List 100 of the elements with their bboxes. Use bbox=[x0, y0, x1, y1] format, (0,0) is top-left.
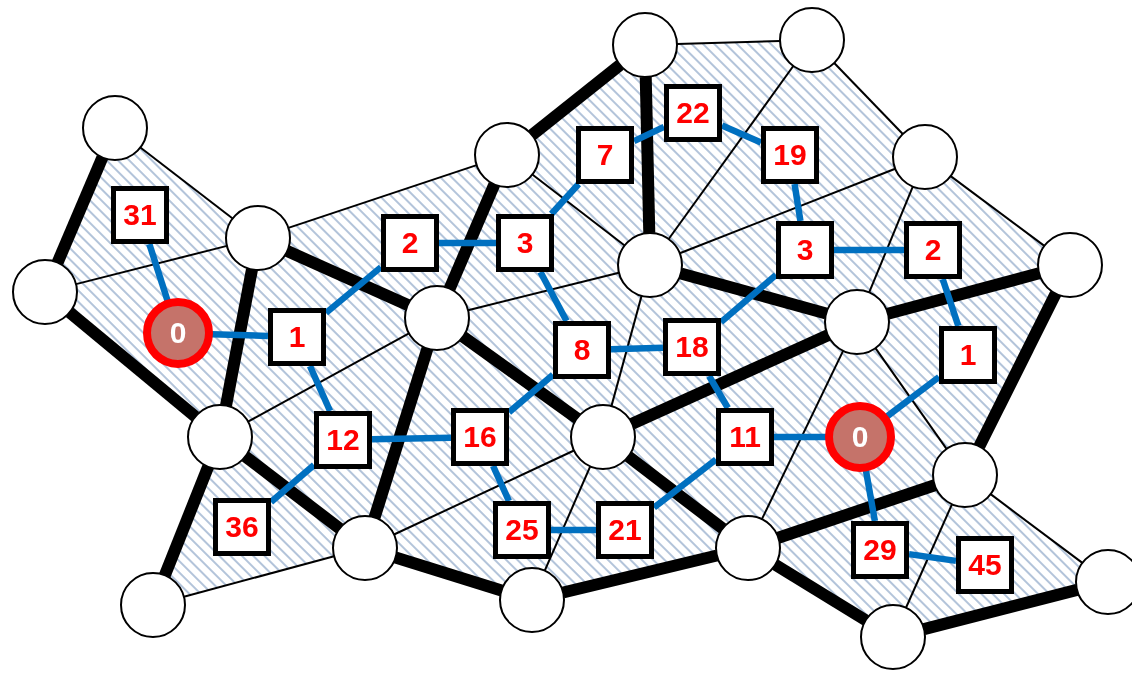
connector-line bbox=[393, 449, 575, 536]
connector-line bbox=[679, 267, 828, 320]
distance-square bbox=[596, 501, 654, 559]
distance-number: 21 bbox=[608, 515, 642, 545]
vertex-circle bbox=[12, 259, 78, 325]
connector-line bbox=[720, 122, 763, 146]
distance-number: 8 bbox=[573, 335, 591, 365]
connector-line bbox=[146, 243, 171, 302]
connector-line bbox=[211, 330, 269, 340]
connector-line bbox=[548, 181, 582, 217]
connector-line bbox=[834, 246, 904, 254]
distance-number: 0 bbox=[169, 318, 187, 348]
connector-line bbox=[774, 433, 826, 441]
vertex-circle bbox=[860, 604, 926, 670]
connector-line bbox=[506, 372, 556, 415]
connector-line bbox=[772, 559, 869, 626]
distance-square bbox=[939, 326, 997, 384]
connector-line bbox=[624, 451, 727, 534]
connector-line bbox=[247, 332, 410, 423]
distance-number: 0 bbox=[851, 422, 869, 452]
connector-line bbox=[220, 268, 258, 407]
connector-line bbox=[973, 290, 1062, 450]
distance-number: 3 bbox=[516, 228, 534, 258]
connector-line bbox=[52, 155, 108, 265]
connector-line bbox=[886, 267, 1041, 320]
connector-line bbox=[467, 271, 620, 312]
connector-line bbox=[439, 239, 496, 247]
distance-number: 7 bbox=[596, 140, 614, 170]
distance-square bbox=[213, 498, 271, 556]
connector-line bbox=[639, 76, 656, 234]
distance-square bbox=[663, 318, 721, 376]
connector-line bbox=[833, 62, 904, 135]
connector-line bbox=[371, 434, 452, 443]
distance-square bbox=[956, 536, 1014, 594]
distance-number: 11 bbox=[729, 422, 761, 452]
distance-square bbox=[776, 221, 834, 279]
distance-number: 16 bbox=[463, 422, 497, 452]
connector-line bbox=[307, 364, 333, 413]
connector-line bbox=[718, 272, 779, 325]
distance-number: 22 bbox=[676, 98, 710, 128]
connector-line bbox=[989, 493, 1084, 564]
distance-square bbox=[576, 126, 634, 184]
distance-number: 2 bbox=[924, 235, 942, 265]
distance-square bbox=[268, 308, 326, 366]
connector-line bbox=[287, 164, 478, 229]
distance-square bbox=[904, 221, 962, 279]
connector-line bbox=[706, 374, 731, 410]
distance-number: 25 bbox=[505, 515, 539, 545]
distance-number: 12 bbox=[326, 425, 360, 455]
connector-line bbox=[862, 469, 879, 522]
distance-square bbox=[493, 501, 551, 559]
distance-number: 3 bbox=[796, 235, 814, 265]
distance-number: 45 bbox=[968, 550, 1002, 580]
connector-line bbox=[459, 331, 581, 424]
connector-line bbox=[632, 123, 666, 145]
connector-line bbox=[368, 346, 434, 520]
connector-line bbox=[537, 270, 570, 323]
distance-number: 1 bbox=[959, 340, 977, 370]
distance-square bbox=[664, 84, 722, 142]
connector-line bbox=[561, 549, 719, 599]
connector-line bbox=[551, 526, 596, 534]
distance-square bbox=[314, 411, 372, 469]
distance-square bbox=[761, 126, 819, 184]
vertex-circle bbox=[779, 7, 845, 73]
distance-square bbox=[451, 408, 509, 466]
distance-number: 1 bbox=[288, 322, 306, 352]
connector-line bbox=[490, 464, 512, 503]
connector-line bbox=[791, 183, 804, 222]
connector-line bbox=[760, 349, 845, 521]
distance-number: 36 bbox=[225, 512, 259, 542]
distance-number: 19 bbox=[773, 140, 807, 170]
distance-square bbox=[496, 214, 554, 272]
connector-line bbox=[531, 173, 626, 247]
connector-line bbox=[939, 277, 962, 328]
connector-line bbox=[323, 264, 384, 316]
connector-line bbox=[528, 60, 624, 140]
connector-line bbox=[667, 64, 795, 241]
distance-number: 18 bbox=[675, 332, 709, 362]
distance-square bbox=[111, 186, 169, 244]
distance-number: 31 bbox=[123, 200, 157, 230]
connector-line bbox=[676, 39, 781, 46]
connector-line bbox=[610, 294, 643, 408]
distance-number: 29 bbox=[863, 535, 897, 565]
distance-square bbox=[381, 214, 439, 272]
connector-line bbox=[65, 307, 200, 422]
connector-line bbox=[949, 175, 1046, 247]
connector-line bbox=[922, 584, 1079, 635]
connector-line bbox=[868, 185, 914, 294]
vertex-circle bbox=[499, 567, 565, 633]
connector-line bbox=[543, 465, 592, 572]
connector-line bbox=[75, 244, 228, 286]
connector-line bbox=[610, 344, 664, 353]
vertex-circle bbox=[1075, 549, 1132, 615]
distance-square bbox=[553, 321, 611, 379]
connector-line bbox=[139, 146, 234, 220]
vertex-circle bbox=[612, 12, 678, 78]
connector-line bbox=[159, 464, 214, 578]
connector-line bbox=[905, 503, 953, 609]
distance-square bbox=[851, 521, 909, 579]
connector-line bbox=[885, 374, 941, 420]
